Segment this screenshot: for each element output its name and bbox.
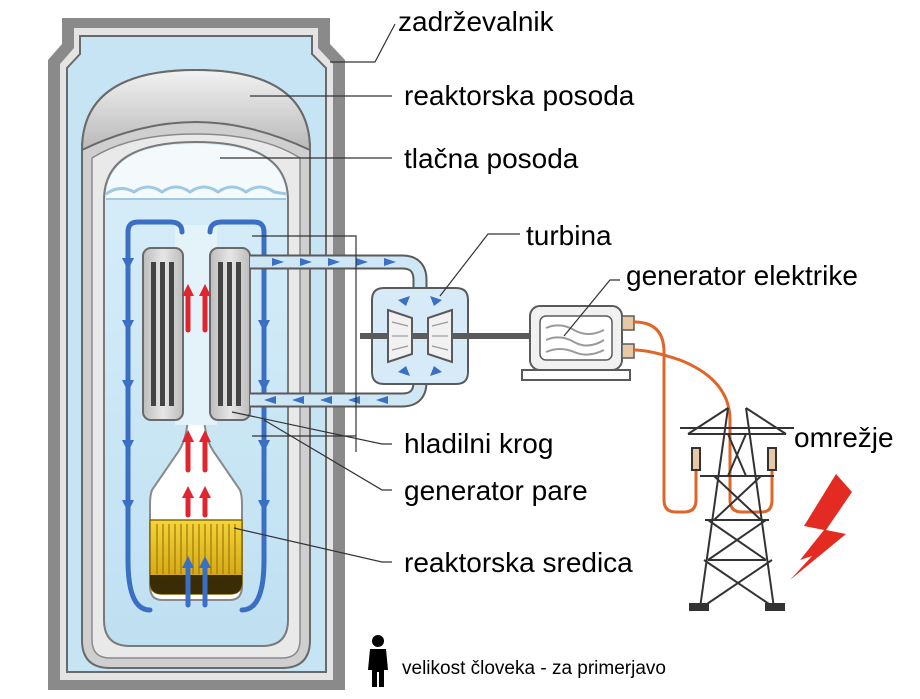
label-electric-generator: generator elektrike (626, 260, 858, 291)
label-cooling-loop: hladilni krog (404, 428, 554, 459)
steam-generator-right (209, 247, 251, 421)
label-human-scale: velikost človeka - za primerjavo (402, 658, 666, 679)
label-turbine: turbina (526, 220, 612, 251)
transmission-tower (680, 407, 794, 611)
reactor-core (149, 519, 243, 595)
label-grid: omrežje (794, 422, 894, 453)
coolant-flow (122, 219, 270, 613)
label-pressure-vessel: tlačna posoda (404, 143, 579, 174)
steam-generator-left (142, 247, 184, 421)
lightning-icon (790, 474, 852, 580)
power-cable (633, 320, 774, 514)
electric-generator (521, 305, 635, 381)
human-icon (368, 635, 388, 687)
leader-lines (220, 23, 620, 563)
label-reactor-vessel: reaktorska posoda (404, 80, 635, 111)
turbine (360, 287, 540, 385)
label-steam-generator: generator pare (404, 475, 588, 506)
label-reactor-core: reaktorska sredica (404, 547, 633, 578)
label-containment: zadrževalnik (398, 6, 554, 37)
